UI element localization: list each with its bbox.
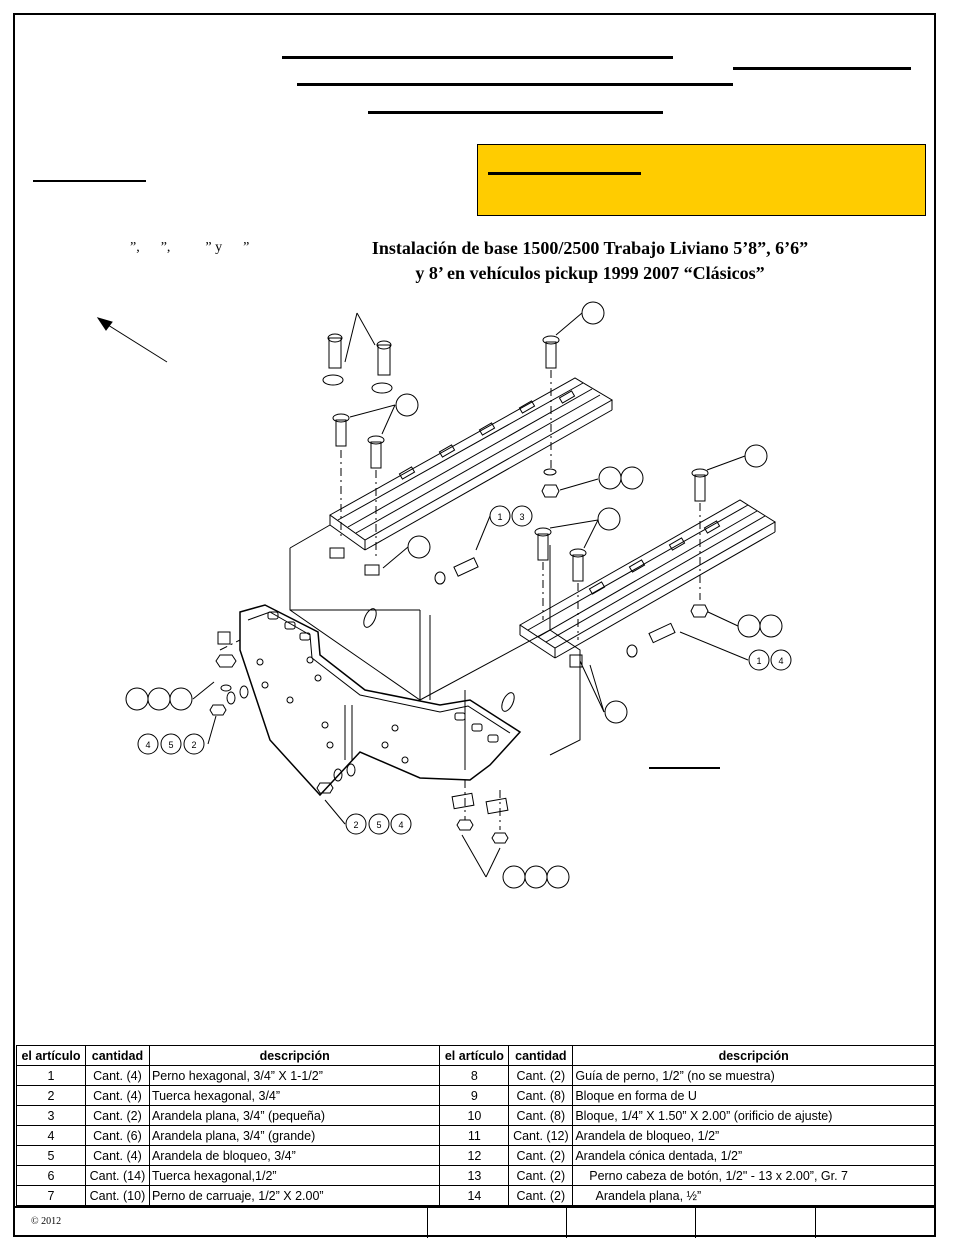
table-cell: Cant. (8) [508,1085,574,1106]
header-rule-1 [282,56,673,59]
footer-divider [695,1208,696,1238]
column-header: descripción [572,1045,935,1066]
callout-label: 1 [756,656,761,666]
column-header: descripción [148,1045,441,1066]
table-row: 5 Cant. (4) Arandela de bloqueo, 3/4” 12… [16,1145,935,1166]
table-cell: Cant. (4) [84,1085,150,1106]
callout-label: 4 [398,820,403,830]
table-cell: Cant. (4) [84,1065,150,1086]
table-row: 2 Cant. (4) Tuerca hexagonal, 3/4” 9 Can… [16,1085,935,1106]
table-cell: Arandela plana, ½” [572,1185,935,1206]
table-row: 1 Cant. (4) Perno hexagonal, 3/4” X 1-1/… [16,1065,935,1086]
table-row: 3 Cant. (2) Arandela plana, 3/4” (pequeñ… [16,1105,935,1126]
callout-label: 4 [145,740,150,750]
table-cell: Cant. (2) [508,1185,574,1206]
table-cell: 7 [16,1185,86,1206]
footer: © 2012 [15,1206,934,1238]
column-header: el artículo [16,1045,86,1066]
table-cell: Arandela de bloqueo, 1/2” [572,1125,935,1146]
table-cell: Cant. (8) [508,1105,574,1126]
table-cell: Arandela plana, 3/4” (pequeña) [148,1105,441,1126]
footer-divider [427,1208,428,1238]
table-cell: 12 [439,1145,510,1166]
table-cell: 1 [16,1065,86,1086]
table-cell: Cant. (4) [84,1145,150,1166]
callout-label: 5 [168,740,173,750]
table-cell: Cant. (12) [508,1125,574,1146]
footer-divider [815,1208,816,1238]
table-cell: Cant. (2) [508,1165,574,1186]
table-cell: Bloque en forma de U [572,1085,935,1106]
table-cell: 2 [16,1085,86,1106]
header-rule-5 [33,180,146,182]
table-cell: 6 [16,1165,86,1186]
callout-label: 1 [497,512,502,522]
page-title-line-1: Instalación de base 1500/2500 Trabajo Li… [371,238,809,258]
column-header: cantidad [508,1045,574,1066]
table-cell: Cant. (2) [84,1105,150,1126]
table-cell: Tuerca hexagonal,1/2” [148,1165,441,1186]
column-header: el artículo [439,1045,510,1066]
table-cell: Cant. (2) [508,1145,574,1166]
table-cell: 14 [439,1185,510,1206]
callout-label: 2 [353,820,358,830]
callout-label: 3 [519,512,524,522]
callout-label: 4 [778,656,783,666]
table-cell: Bloque, 1/4” X 1.50” X 2.00” (orificio d… [572,1105,935,1126]
table-cell: Perno cabeza de botón, 1/2" - 13 x 2.00”… [572,1165,935,1186]
table-cell: Guía de perno, 1/2” (no se muestra) [572,1065,935,1086]
table-row: 6 Cant. (14) Tuerca hexagonal,1/2” 13 Ca… [16,1165,935,1186]
table-cell: Tuerca hexagonal, 3/4” [148,1085,441,1106]
warning-box [477,144,926,216]
table-cell: Cant. (14) [84,1165,150,1186]
page-frame [13,13,936,1237]
table-cell: Arandela de bloqueo, 3/4” [148,1145,441,1166]
table-row: 7 Cant. (10) Perno de carruaje, 1/2” X 2… [16,1185,935,1206]
table-cell: Cant. (6) [84,1125,150,1146]
table-cell: 10 [439,1105,510,1126]
table-cell: Cant. (10) [84,1185,150,1206]
table-cell: 11 [439,1125,510,1146]
column-header: cantidad [84,1045,150,1066]
header-rule-3 [297,83,733,86]
table-cell: Arandela cónica dentada, 1/2” [572,1145,935,1166]
note-rule [649,767,720,769]
header-rule-2 [733,67,911,70]
page-title-line-2: y 8’ en vehículos pickup 1999 2007 “Clás… [415,263,765,283]
table-header-row: el artículo cantidad descripción el artí… [16,1045,935,1066]
size-fragments: ”, ”, ” y ” [130,240,250,255]
parts-table: el artículo cantidad descripción el artí… [16,1045,935,1206]
page-title: Instalación de base 1500/2500 Trabajo Li… [330,236,850,286]
table-cell: 3 [16,1105,86,1126]
table-cell: 13 [439,1165,510,1186]
table-cell: Cant. (2) [508,1065,574,1086]
table-cell: Perno hexagonal, 3/4” X 1-1/2” [148,1065,441,1086]
callout-label: 5 [376,820,381,830]
table-cell: 9 [439,1085,510,1106]
callout-label: 2 [191,740,196,750]
footer-divider [566,1208,567,1238]
assembly-diagram: 1 3 1 4 4 5 2 2 5 4 [96,301,792,889]
header-rule-4 [368,111,663,114]
table-cell: 5 [16,1145,86,1166]
warning-box-rule [488,172,641,175]
table-cell: 4 [16,1125,86,1146]
copyright-text: © 2012 [31,1216,62,1227]
table-cell: 8 [439,1065,510,1086]
table-cell: Arandela plana, 3/4” (grande) [148,1125,441,1146]
table-row: 4 Cant. (6) Arandela plana, 3/4” (grande… [16,1125,935,1146]
table-cell: Perno de carruaje, 1/2” X 2.00” [148,1185,441,1206]
